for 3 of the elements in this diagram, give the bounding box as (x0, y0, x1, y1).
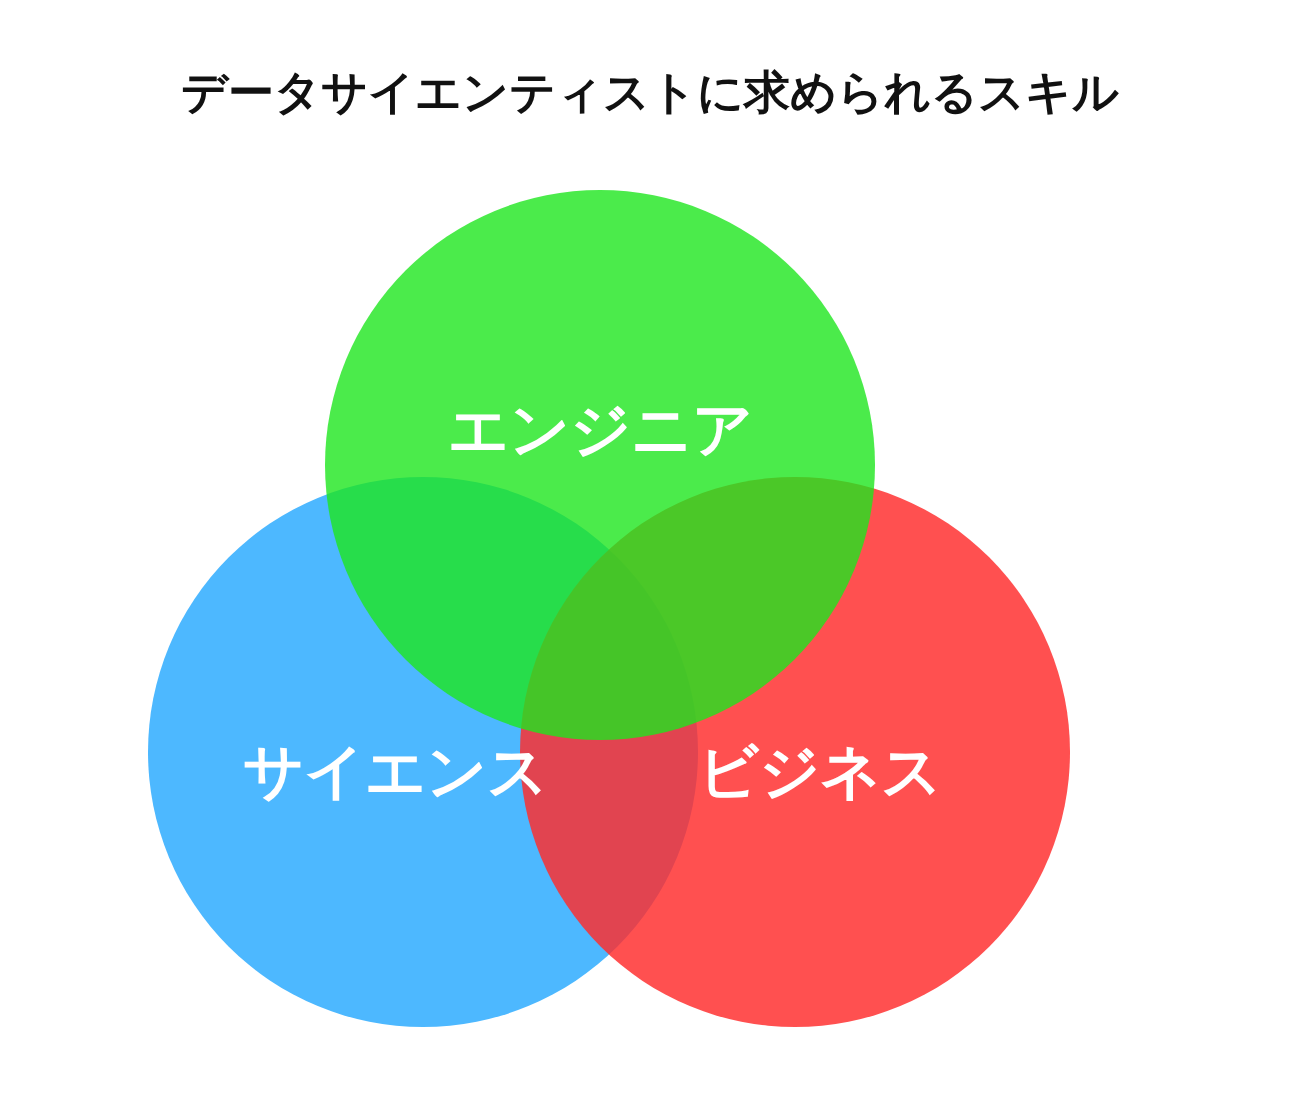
circle-label: ビジネス (698, 734, 942, 808)
circle-label: エンジニア (447, 392, 753, 466)
diagram-title: データサイエンティストに求められるスキル (180, 64, 1120, 121)
